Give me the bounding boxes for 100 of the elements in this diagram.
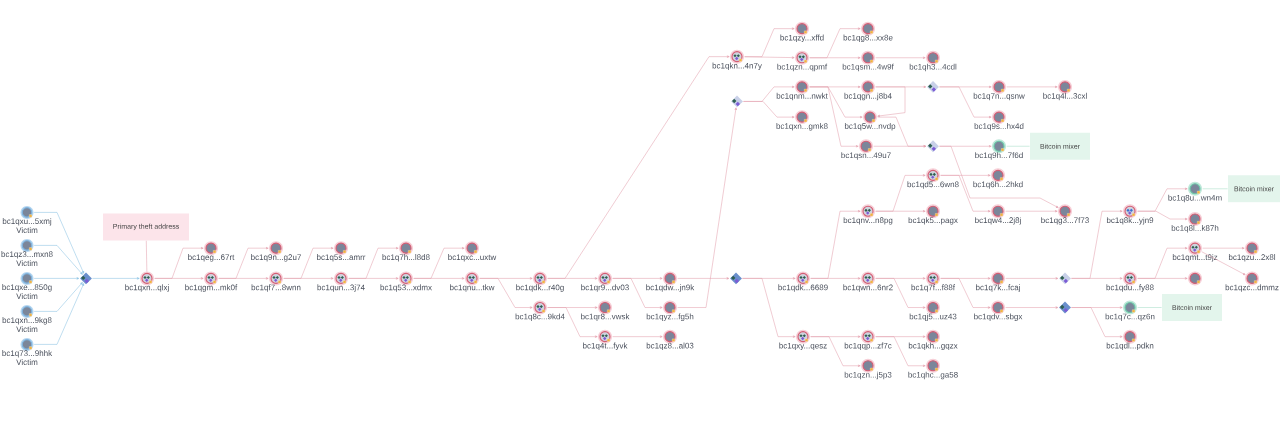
node-label: bc1qkh...gqzx	[908, 342, 958, 351]
address-node: bc1qxn...gmk8	[776, 110, 828, 131]
node-label: bc1qxy...qesz	[779, 342, 827, 351]
node-label: bc1qr8...vwsk	[581, 313, 630, 321]
node-label: bc1q6h...2hkd	[973, 181, 1023, 189]
node-label: bc1qzc...dmmz	[1225, 284, 1279, 292]
arrow	[1137, 210, 1188, 221]
address-node: bc1qsn...49u7	[841, 139, 891, 160]
arrow	[1201, 251, 1246, 276]
connector-line	[1202, 188, 1228, 190]
node-label: bc1q7h...l8d8	[382, 254, 430, 262]
node-label: bc1q9n...g2u7	[251, 254, 301, 262]
arrow	[809, 56, 861, 59]
address-node: bc1q5s...amrr	[317, 241, 366, 262]
arrow	[742, 278, 796, 338]
arrow	[940, 278, 991, 309]
node-label: Victim	[16, 227, 38, 233]
node-label: bc1qh3...4cdl	[909, 63, 957, 72]
node-label: Victim	[16, 359, 38, 365]
node-label: bc1qj5...uz43	[909, 313, 957, 321]
node-label: bc1qxc...uxtw	[448, 254, 497, 262]
transaction-diamond	[927, 140, 939, 153]
node-label: bc1qdk...r40g	[516, 284, 564, 292]
address-node: bc1qxc...uxtw	[448, 241, 497, 262]
node-label: bc1q4t...fyvk	[583, 342, 628, 351]
arrow	[939, 145, 1059, 208]
arrow	[875, 86, 906, 117]
node-label: bc1q9s...hx4d	[974, 123, 1024, 131]
node-label: bc1qkn...4n7y	[712, 62, 762, 71]
address-node: bc1q9s...hx4d	[974, 110, 1024, 131]
connector-line	[1137, 307, 1162, 308]
arrow	[1005, 306, 1059, 309]
node-label: bc1qxn...qlxj	[125, 284, 169, 292]
node-label: bc1q8l...k87h	[1171, 224, 1219, 233]
transaction-diamond	[1059, 301, 1071, 314]
transaction-diamond	[731, 95, 743, 108]
arrow	[810, 277, 861, 280]
node-label: bc1qxn...9kg8	[2, 317, 52, 325]
connector-line	[146, 240, 148, 272]
node-label: bc1qzy...xffd	[780, 34, 824, 43]
node-label: bc1qg3...7f73	[1041, 217, 1089, 225]
node-label: bc1qz3...mxn8	[1, 251, 53, 259]
node-label: bc1qw4...2j8j	[975, 217, 1021, 225]
arrow	[875, 278, 926, 309]
node-label: bc1q8c...9kd4	[515, 313, 565, 321]
node-label: Victim	[16, 260, 38, 266]
address-node: bc1qhc...ga58	[908, 358, 958, 380]
node-label: bc1qun...3j74	[317, 284, 365, 292]
address-node: bc1q8l...k87h	[1171, 212, 1219, 233]
arrow	[33, 245, 83, 275]
address-node: bc1qsm...4w9f	[842, 50, 894, 72]
node-label: bc1q7f...f88f	[911, 284, 956, 292]
node-label: bc1qz8...al03	[646, 342, 694, 351]
arrow	[1071, 307, 1123, 338]
node-label: bc1qf7...8wnn	[251, 284, 301, 292]
node-label: bc1q9h...7f6d	[975, 152, 1023, 160]
arrow	[33, 277, 80, 280]
node-label: bc1qzn...j5p3	[844, 371, 892, 380]
node-label: bc1qyz...fg5h	[646, 313, 694, 321]
address-node: bc1qzu...2x8l	[1228, 241, 1276, 262]
arrow	[33, 212, 84, 274]
address-node: bc1qgn...j8b4	[844, 79, 892, 101]
arrow	[154, 277, 204, 280]
arrow	[875, 210, 926, 213]
node-label: bc1qxu...5xmj	[2, 218, 52, 226]
node-label: bc1qzu...2x8l	[1228, 254, 1276, 262]
node-label: bc1q8u...wn4m	[1168, 194, 1222, 203]
arrow	[875, 56, 926, 59]
address-node: bc1qnm...nwkt	[776, 79, 828, 101]
node-label: bc1qnm...nwkt	[776, 92, 828, 101]
arrow	[677, 277, 730, 280]
arrow	[743, 101, 795, 119]
transaction-diamond	[927, 80, 939, 93]
arrow	[744, 56, 795, 59]
address-node: bc1qzn...j5p3	[844, 358, 892, 380]
node-label: bc1qk5...pagx	[908, 217, 958, 225]
node-label: Victim	[16, 293, 38, 299]
node-label: bc1qr9...dv03	[581, 284, 629, 292]
node-label: bc1qdv...sbgx	[974, 313, 1023, 321]
arrow	[479, 278, 533, 309]
transaction-diamond	[1059, 272, 1071, 285]
arrow	[677, 107, 737, 308]
arrow	[873, 145, 927, 148]
node-label: bc1qeg...67rt	[188, 254, 235, 262]
arrow	[809, 86, 859, 148]
arrow	[413, 277, 465, 280]
node-label: bc1qzn...qpmf	[777, 63, 828, 72]
arrow	[939, 86, 992, 119]
node-label: bc1qdl...pdkn	[1106, 342, 1154, 351]
arrow	[92, 277, 140, 280]
node-label: bc1qg8...xx8e	[843, 34, 893, 43]
node-label: bc1qdw...jn9k	[646, 284, 695, 292]
arrow	[940, 175, 991, 213]
arrow	[348, 277, 399, 280]
address-node: bc1qw4...2j8j	[975, 204, 1021, 225]
node-label: bc1q4l...3cxl	[1043, 92, 1087, 101]
node-label: bc1qd5...6wn8	[907, 181, 959, 189]
node-label: bc1qgn...j8b4	[844, 92, 892, 101]
node-label: bc1qqp...zf7c	[844, 342, 892, 351]
connector-line	[1006, 145, 1030, 147]
